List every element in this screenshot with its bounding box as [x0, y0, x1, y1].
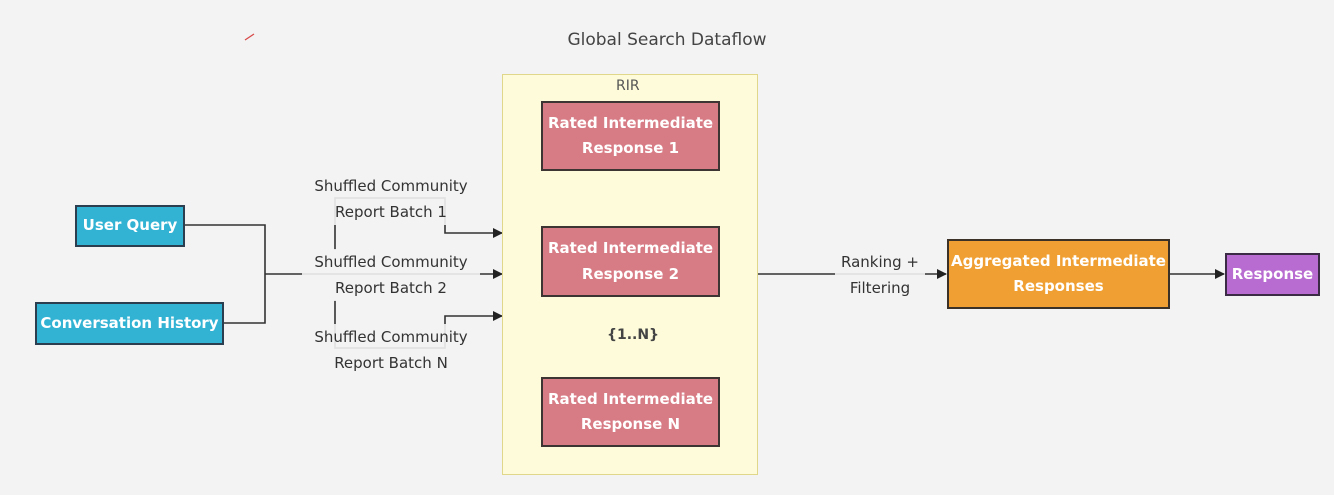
range-label: {1..N}: [605, 327, 662, 343]
rated-response-2-node[interactable]: Rated Intermediate Response 2: [541, 226, 720, 297]
batch-label-2: Shuffled Community Report Batch 2: [302, 249, 480, 301]
diagram-title: Global Search Dataflow: [567, 30, 767, 50]
ranking-filtering-label: Ranking + Filtering: [835, 249, 925, 301]
user-query-node[interactable]: User Query: [75, 205, 185, 247]
response-node[interactable]: Response: [1225, 253, 1320, 296]
batch-label-n: Shuffled Community Report Batch N: [302, 324, 480, 376]
edge-conversation-history: [224, 274, 266, 324]
pen-mark-icon: [244, 33, 255, 41]
rated-response-1-node[interactable]: Rated Intermediate Response 1: [541, 101, 720, 171]
edge-user-query: [185, 224, 266, 274]
rir-subgraph-label: RIR: [616, 78, 640, 94]
conversation-history-node[interactable]: Conversation History: [35, 302, 224, 345]
aggregated-responses-node[interactable]: Aggregated Intermediate Responses: [947, 239, 1170, 309]
rated-response-n-node[interactable]: Rated Intermediate Response N: [541, 377, 720, 447]
batch-label-1: Shuffled Community Report Batch 1: [302, 173, 480, 225]
